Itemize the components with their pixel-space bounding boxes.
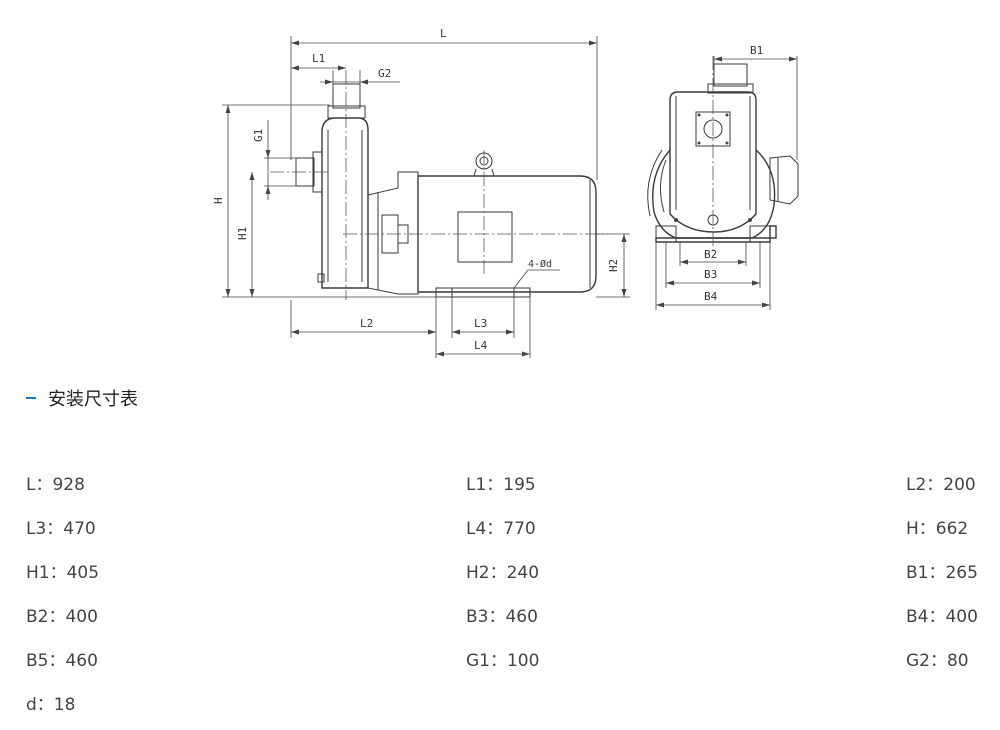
spec-item: H2：240 [466, 563, 540, 583]
spec-item: L1：195 [466, 475, 536, 495]
spec-item: G1：100 [466, 651, 540, 671]
spec-item: B5：460 [26, 651, 98, 671]
spec-row: L：928 L1：195 L2：200 [0, 466, 1000, 510]
spec-item: B3：460 [466, 607, 538, 627]
label-L4: L4 [474, 339, 488, 352]
heading-accent-bar [26, 397, 36, 399]
spec-row: B2：400 B3：460 B4：400 [0, 598, 1000, 642]
spec-item: G2：80 [906, 651, 969, 671]
label-L1: L1 [312, 52, 325, 65]
pump-end-view [647, 56, 799, 250]
label-B4: B4 [704, 290, 718, 303]
label-G2: G2 [378, 67, 391, 80]
spec-item: H：662 [906, 519, 969, 539]
spec-item: B2：400 [26, 607, 98, 627]
spec-row: L3：470 L4：770 H：662 [0, 510, 1000, 554]
spec-item: L：928 [26, 475, 85, 495]
spec-row: H1：405 H2：240 B1：265 [0, 554, 1000, 598]
spec-item: B1：265 [906, 563, 978, 583]
label-hole: 4-Ød [528, 258, 552, 270]
label-G1: G1 [252, 129, 265, 142]
label-B1: B1 [750, 44, 763, 57]
spec-item: L3：470 [26, 519, 96, 539]
label-B2: B2 [704, 248, 717, 261]
section-title: 安装尺寸表 [48, 389, 138, 410]
label-B3: B3 [704, 268, 717, 281]
end-view-dimensions: B1 B2 B3 B4 [655, 44, 798, 310]
section-heading: 安装尺寸表 [26, 385, 138, 411]
spec-table: L：928 L1：195 L2：200 L3：470 L4：770 H：662 … [0, 466, 1000, 730]
side-view-dimensions: L L1 G2 H G1 H1 L2 [212, 27, 630, 358]
spec-row: d：18 [0, 686, 1000, 730]
label-H2: H2 [607, 259, 620, 272]
spec-item: H1：405 [26, 563, 100, 583]
spec-row: B5：460 G1：100 G2：80 [0, 642, 1000, 686]
label-L2: L2 [360, 317, 373, 330]
label-H: H [212, 197, 225, 204]
spec-item: d：18 [26, 695, 76, 715]
spec-item: L2：200 [906, 475, 976, 495]
label-L: L [440, 27, 447, 40]
pump-dimension-drawing: L L1 G2 H G1 H1 L2 [212, 27, 799, 358]
spec-item: B4：400 [906, 607, 978, 627]
label-L3: L3 [474, 317, 487, 330]
label-H1: H1 [236, 227, 249, 240]
spec-item: L4：770 [466, 519, 536, 539]
pump-side-view [270, 70, 608, 300]
